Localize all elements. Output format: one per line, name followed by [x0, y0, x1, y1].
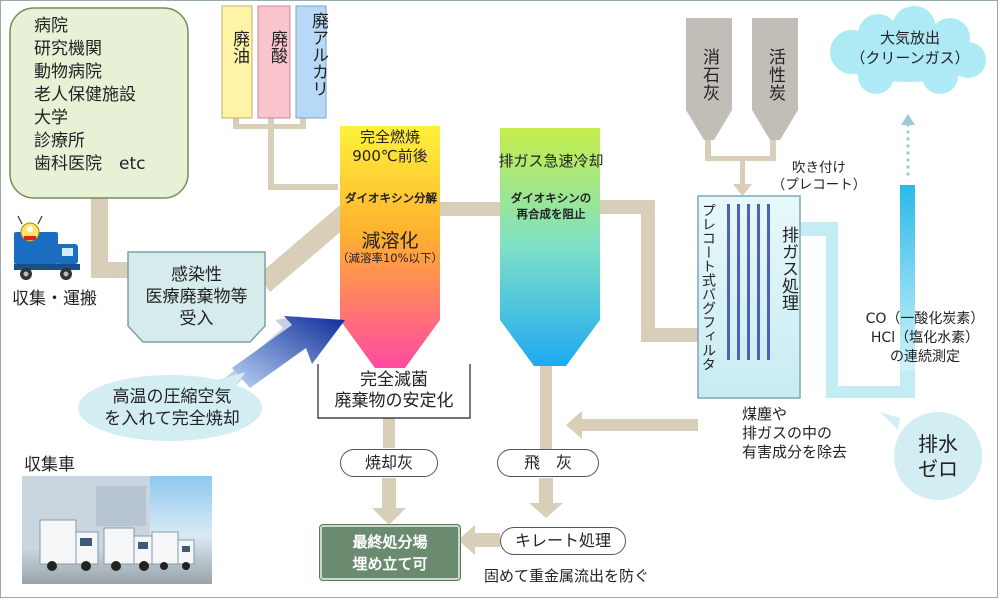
clean-gas-label: （クリーンガス）: [850, 49, 970, 67]
pipe-furnace-to-cooler: [440, 202, 502, 216]
stabilization-text: 完全滅菌 廃棄物の安定化: [318, 370, 470, 412]
exhaust-pipe: [800, 222, 915, 398]
source-university: 大学: [34, 108, 68, 128]
stabilization-bracket: [317, 364, 471, 419]
complete-combustion-label: 完全燃焼: [359, 128, 420, 146]
pipe-cooler-to-filter: [600, 200, 700, 342]
continuous-monitoring-text: CO（一酸化炭素） HCl（塩化水素） の連続測定: [852, 310, 998, 367]
waste-alkali-tank: [295, 5, 327, 119]
pipe-sources-down: [91, 198, 108, 278]
landfill-allowed-label: 埋め立て可: [352, 555, 428, 573]
filter-bags: [727, 204, 770, 360]
compressed-air-line-1: 高温の圧縮空気: [112, 387, 232, 407]
waste-acid-tank: [257, 5, 291, 119]
waste-acid-label: 廃酸: [267, 30, 287, 64]
wastewater-label: 排水: [918, 432, 958, 456]
waste-sources-box: [9, 7, 189, 199]
compressed-air-line-2: を入れて完全焼却: [104, 409, 240, 429]
co-monitoring-label: CO（一酸化炭素）: [865, 311, 985, 327]
spray-label: 吹き付け: [792, 160, 846, 176]
exhaust-treatment-label: 排ガス処理: [778, 226, 798, 311]
incinerator: [340, 126, 440, 368]
activated-carbon-label: 活性炭: [765, 48, 785, 102]
source-hospital: 病院: [34, 16, 68, 36]
atmospheric-release-label: 大気放出: [879, 29, 940, 47]
reception-line-2: 医療廃棄物等: [145, 287, 248, 307]
temperature-label: 900℃前後: [352, 147, 428, 165]
final-disposal-box: 最終処分場 埋め立て可: [320, 525, 460, 580]
waste-alkali-label: 廃アルカリ: [308, 12, 328, 97]
slaked-lime-label: 消石灰: [699, 48, 719, 102]
waste-oil-tank: [221, 5, 253, 119]
continuous-measurement-label: の連続測定: [890, 349, 960, 365]
dust-removal-line-3: 有害成分を除去: [742, 443, 848, 461]
rapid-cooling-label: 排ガス急速冷却: [498, 152, 604, 170]
waste-stabilization-label: 廃棄物の安定化: [334, 391, 454, 411]
volume-reduction-rate: （減溶率10%以下）: [336, 251, 444, 265]
volume-reduction-label: 減溶化: [361, 230, 419, 252]
final-disposal-site-label: 最終処分場: [352, 533, 428, 551]
zero-wastewater-bubble: [880, 412, 982, 500]
incineration-ash-label: 焼却灰: [340, 449, 438, 477]
precoat-label: （プレコート）: [771, 177, 867, 193]
dioxin-prevention-text: ダイオキシンの 再合成を阻止: [494, 190, 608, 222]
dust-removal-line-1: 煤塵や: [742, 405, 788, 423]
release-dots: [901, 114, 915, 176]
zero-wastewater-text: 排水 ゼロ: [894, 432, 982, 482]
stack: [900, 185, 915, 370]
truck-photo-caption: 収集車: [24, 455, 75, 475]
waste-oil-label: 廃油: [229, 30, 249, 64]
compressed-air-arrow: [232, 316, 345, 388]
incinerator-title: 完全燃焼 900℃前後: [340, 128, 440, 166]
clean-gas-text: 大気放出 （クリーンガス）: [840, 28, 980, 68]
pipe-burn-ash: [383, 418, 395, 448]
lime-silo: [686, 18, 732, 140]
dioxin-prevention-line-1: ダイオキシンの: [510, 191, 592, 205]
gas-cooler: [500, 128, 600, 366]
carbon-silo: [752, 18, 798, 140]
chelate-treatment-label: キレート処理: [500, 527, 626, 555]
truck-fleet-photo: [22, 476, 212, 584]
waste-source-list: 病院 研究機関 動物病院 老人保健施設 大学 診療所 歯科医院 etc: [34, 15, 145, 176]
hcl-monitoring-label: HCl（塩化水素）: [870, 330, 980, 346]
precoat-spray-text: 吹き付け （プレコート）: [770, 160, 868, 194]
collection-truck-icon: [14, 215, 80, 280]
pipe-fly-ash: [540, 362, 552, 450]
source-research-institute: 研究機関: [34, 39, 102, 59]
compressed-air-bubble: [78, 372, 262, 441]
heavy-metal-prevention-label: 固めて重金属流出を防ぐ: [484, 567, 650, 585]
reception-line-3: 受入: [179, 309, 214, 329]
dioxin-decomposition-label: ダイオキシン分解: [345, 191, 437, 205]
compressed-air-text: 高温の圧縮空気 を入れて完全焼却: [88, 386, 256, 430]
pipe-network: [91, 116, 776, 555]
dust-removal-text: 煤塵や 排ガスの中の 有害成分を除去: [742, 405, 847, 462]
pipe-to-reception: [91, 262, 135, 278]
fly-ash-label: 飛 灰: [497, 449, 599, 477]
dioxin-prevention-line-2: 再合成を阻止: [516, 207, 586, 221]
reception-hopper: [127, 251, 266, 343]
bag-filter-label: プレコート式バグフィルタ: [700, 203, 716, 371]
source-animal-hospital: 動物病院: [34, 62, 102, 82]
source-clinic: 診療所: [34, 131, 85, 151]
dust-removal-line-2: 排ガスの中の: [742, 424, 833, 442]
reception-line-1: 感染性: [171, 265, 222, 285]
zero-label: ゼロ: [918, 457, 958, 481]
complete-sterilization-label: 完全滅菌: [360, 370, 428, 390]
reception-text: 感染性 医療廃棄物等 受入: [128, 264, 265, 330]
source-dental-clinic: 歯科医院 etc: [34, 154, 146, 174]
collection-transport-label: 収集・運搬: [12, 289, 97, 309]
pipe-reception-to-furnace: [258, 205, 352, 292]
clean-gas-cloud: [830, 6, 986, 94]
source-elderly-care-facility: 老人保健施設: [34, 85, 136, 105]
